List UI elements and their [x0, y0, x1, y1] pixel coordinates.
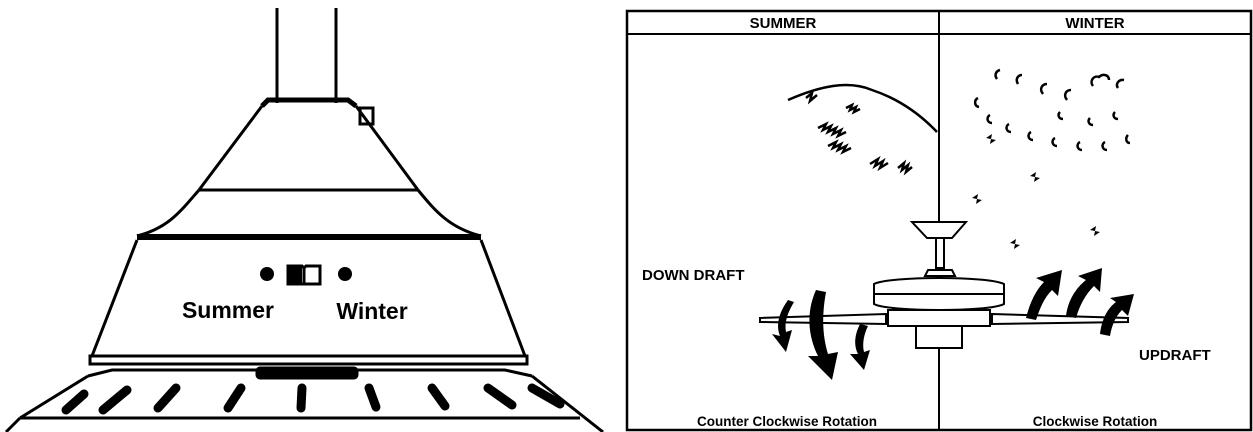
flare-right: [416, 189, 482, 238]
fan-blade-hub: [887, 309, 991, 327]
switch-housing-left: [90, 239, 139, 357]
summer-rotation-label: Counter Clockwise Rotation: [697, 414, 877, 429]
updraft-arrows: [1026, 268, 1134, 336]
vent-slot: [364, 383, 381, 412]
vent-slot: [527, 383, 565, 409]
motor-right-edge: [531, 374, 604, 432]
season-comparison-frame: [625, 9, 1253, 432]
summer-air-streaks: [817, 102, 913, 176]
reversing-switch[interactable]: [260, 264, 352, 286]
motor-top-edge: [87, 368, 533, 378]
vent-slot: [61, 389, 89, 415]
vent-slot: [223, 383, 246, 413]
vent-slot: [427, 383, 450, 411]
winter-switch-label: Winter: [336, 298, 407, 324]
down-draft-label: DOWN DRAFT: [642, 267, 744, 284]
updraft-arrow: [1026, 270, 1062, 320]
switch-housing-bottom-rim: [88, 354, 529, 366]
summer-cloud: [787, 83, 938, 133]
fan-downrod: [935, 237, 945, 269]
summer-switch-label: Summer: [182, 297, 274, 323]
winter-header: WINTER: [1065, 15, 1124, 32]
winter-rotation-label: Clockwise Rotation: [1033, 414, 1158, 429]
book-icon: [286, 264, 322, 286]
vent-slot: [98, 385, 132, 415]
switch-left-dot: [260, 267, 274, 281]
motor-left-edge: [19, 374, 89, 420]
cone-left-edge: [197, 105, 264, 191]
downdraft-arrows: [772, 290, 870, 380]
summer-header: SUMMER: [750, 15, 817, 32]
vent-slot: [483, 383, 517, 410]
fan-blade-right: [991, 312, 1129, 326]
top-collar: [260, 97, 358, 108]
updraft-arrow: [1100, 294, 1134, 336]
motor-vent-slots: [61, 383, 565, 415]
downdraft-arrow: [808, 290, 838, 380]
fan-coupling: [923, 269, 957, 277]
updraft-label: UPDRAFT: [1139, 347, 1211, 364]
switch-right-dot: [338, 267, 352, 281]
winter-air-particles: [972, 134, 1100, 249]
downdraft-arrow: [772, 300, 794, 352]
set-screw: [358, 106, 375, 126]
fan-canopy: [909, 221, 969, 239]
fan-light-kit: [915, 325, 963, 349]
downdraft-arrow: [850, 324, 870, 370]
winter-cloud: [973, 68, 1131, 152]
switch-housing-right: [479, 239, 527, 357]
cone-right-edge: [354, 105, 420, 191]
updraft-arrow: [1066, 268, 1102, 318]
vent-slot: [296, 383, 307, 413]
flare-left: [136, 189, 201, 238]
motor-left-corner: [4, 416, 22, 432]
fan-housing-illustration: [4, 8, 604, 432]
vent-slot: [153, 383, 181, 413]
